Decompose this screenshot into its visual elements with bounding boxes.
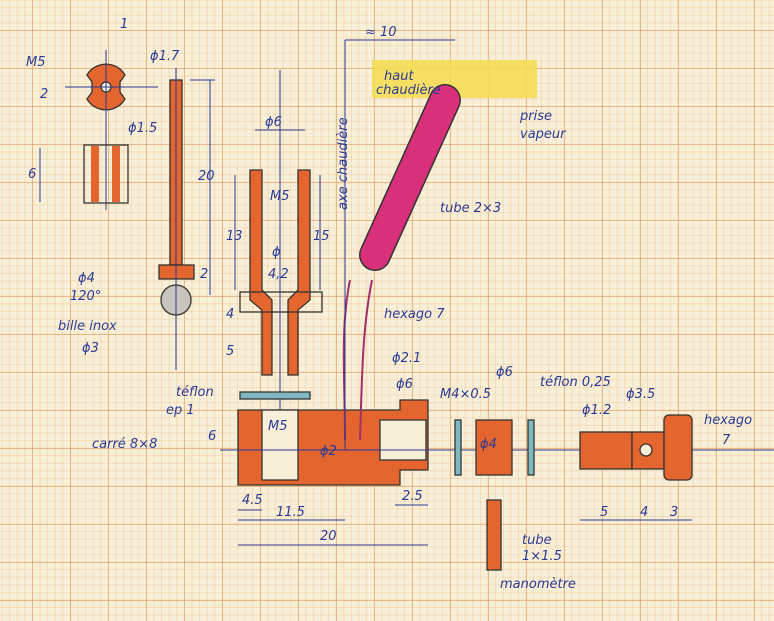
label: ϕ <box>272 245 281 260</box>
label: ϕ6 <box>265 115 282 130</box>
label: axe chaudière <box>336 117 351 210</box>
label: ϕ1.7 <box>150 49 180 64</box>
valve-body <box>239 70 323 480</box>
label: carré 8×8 <box>92 437 157 452</box>
label: 1×1.5 <box>522 549 562 564</box>
label: M4×0.5 <box>440 387 491 402</box>
label: 3 <box>670 505 678 520</box>
label: 13 <box>226 229 243 244</box>
label: haut <box>384 69 414 84</box>
labels: 1 M5 ϕ1.7 2 ϕ1.5 6 20 2 ϕ4 120° bille in… <box>26 17 752 592</box>
label: 1 <box>120 17 128 32</box>
label: 2.5 <box>402 489 423 504</box>
label: 7 <box>722 433 731 448</box>
label: 2 <box>40 87 48 102</box>
steam-tube <box>342 39 461 450</box>
label: hexago 7 <box>384 307 445 322</box>
label: vapeur <box>520 127 567 142</box>
dimension-lines <box>39 129 692 546</box>
label: ϕ2.1 <box>392 351 421 366</box>
label: 5 <box>600 505 608 520</box>
label: ϕ6 <box>496 365 513 380</box>
label: M5 <box>268 419 288 434</box>
label: chaudière <box>376 83 441 98</box>
label: 4 <box>226 307 234 322</box>
valve-rod <box>158 68 215 370</box>
label: M5 <box>270 189 290 204</box>
label: ϕ1.5 <box>128 121 157 136</box>
label: bille inox <box>58 319 117 334</box>
label: M5 <box>26 55 46 70</box>
label: 120° <box>70 289 101 304</box>
union-bolt <box>579 414 693 481</box>
label: prise <box>519 109 552 124</box>
label: ϕ6 <box>396 377 413 392</box>
label: 6 <box>28 167 36 182</box>
label: téflon <box>176 385 214 400</box>
label: tube <box>522 533 552 548</box>
label: ϕ2 <box>320 444 337 459</box>
nut-side-view <box>83 144 129 204</box>
label: 4.5 <box>242 493 263 508</box>
label: 2 <box>200 267 208 282</box>
label: 20 <box>320 529 337 544</box>
label: 11.5 <box>276 505 305 520</box>
label: ϕ1.2 <box>582 403 611 418</box>
nut-top-view <box>65 50 158 210</box>
label: 5 <box>226 344 234 359</box>
label: ϕ4 <box>480 437 497 452</box>
label: ϕ3.5 <box>626 387 655 402</box>
label: 6 <box>208 429 216 444</box>
label: 15 <box>313 229 330 244</box>
label: ϕ4 <box>78 271 95 286</box>
label: téflon 0,25 <box>540 375 611 390</box>
label: ≈ 10 <box>365 25 397 40</box>
label: tube 2×3 <box>440 201 501 216</box>
manometer-fitting <box>454 419 535 571</box>
label: manomètre <box>500 577 576 592</box>
label: ep 1 <box>166 403 195 418</box>
label: ϕ3 <box>82 341 99 356</box>
label: hexago <box>704 413 752 428</box>
label: 20 <box>198 169 215 184</box>
label: 4,2 <box>268 267 289 282</box>
label: 4 <box>640 505 648 520</box>
